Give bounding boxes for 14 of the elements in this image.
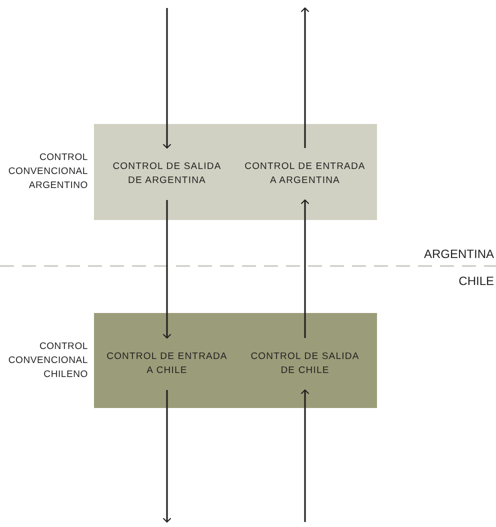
country-label: CHILE <box>458 273 494 290</box>
band-heading: CONTROL CONVENCIONAL ARGENTINO <box>7 151 88 193</box>
arrow <box>162 8 172 149</box>
arrow <box>162 200 172 339</box>
arrow <box>300 389 310 522</box>
control-label: CONTROL DE SALIDA DE ARGENTINA <box>112 160 222 188</box>
country-label: ARGENTINA <box>424 246 494 263</box>
control-label: CONTROL DE SALIDA DE CHILE <box>250 350 360 378</box>
arrow <box>300 7 310 148</box>
arrow <box>162 390 172 523</box>
band-heading: CONTROL CONVENCIONAL CHILENO <box>7 340 88 382</box>
control-label: CONTROL DE ENTRADA A CHILE <box>106 350 228 378</box>
control-label: CONTROL DE ENTRADA A ARGENTINA <box>244 160 366 188</box>
arrow <box>300 199 310 338</box>
